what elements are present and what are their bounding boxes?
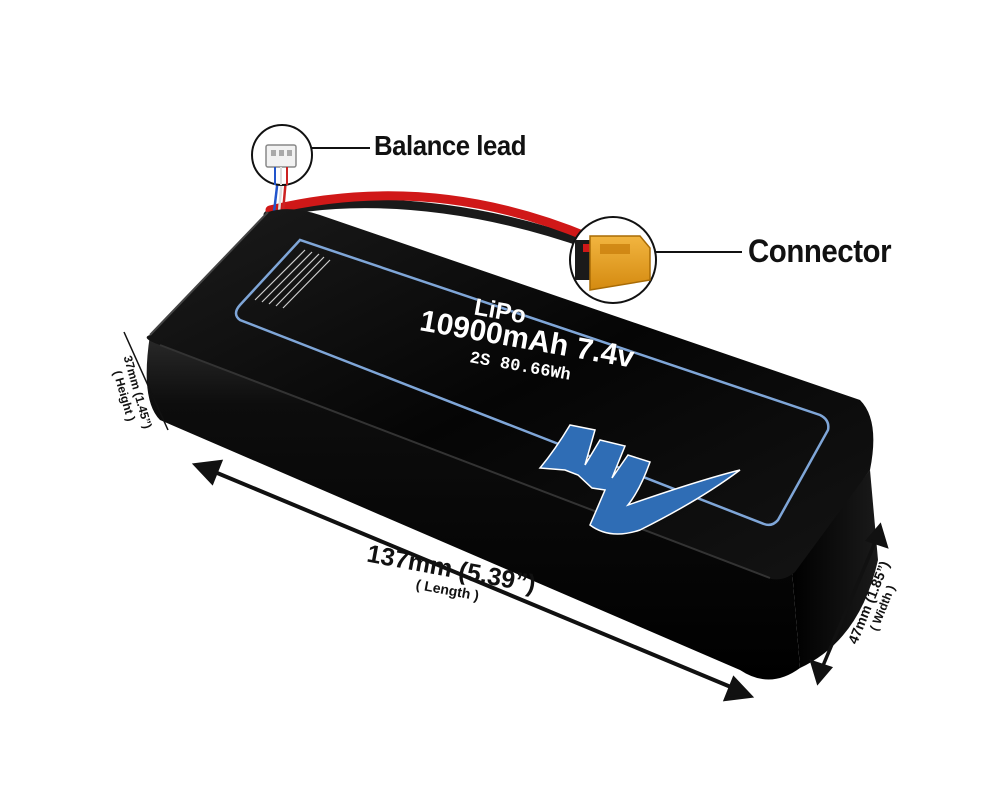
- balance-plug-icon: [265, 144, 297, 185]
- connector-callout: [569, 216, 742, 304]
- xt-connector-icon: [575, 235, 651, 291]
- label-border: [234, 238, 830, 527]
- balance-lead-callout: [251, 124, 370, 186]
- warning-fine-print: [254, 249, 331, 309]
- battery-side-face: [792, 470, 878, 668]
- height-arrow: [123, 331, 169, 431]
- battery-front-face: [146, 335, 800, 680]
- connector-label: Connector: [748, 233, 892, 269]
- balance-lead-label: Balance lead: [374, 130, 526, 161]
- mg-logo-icon: [538, 424, 741, 535]
- width-arrow: [809, 522, 889, 686]
- length-arrow: [191, 459, 755, 702]
- battery-pack: [146, 209, 878, 680]
